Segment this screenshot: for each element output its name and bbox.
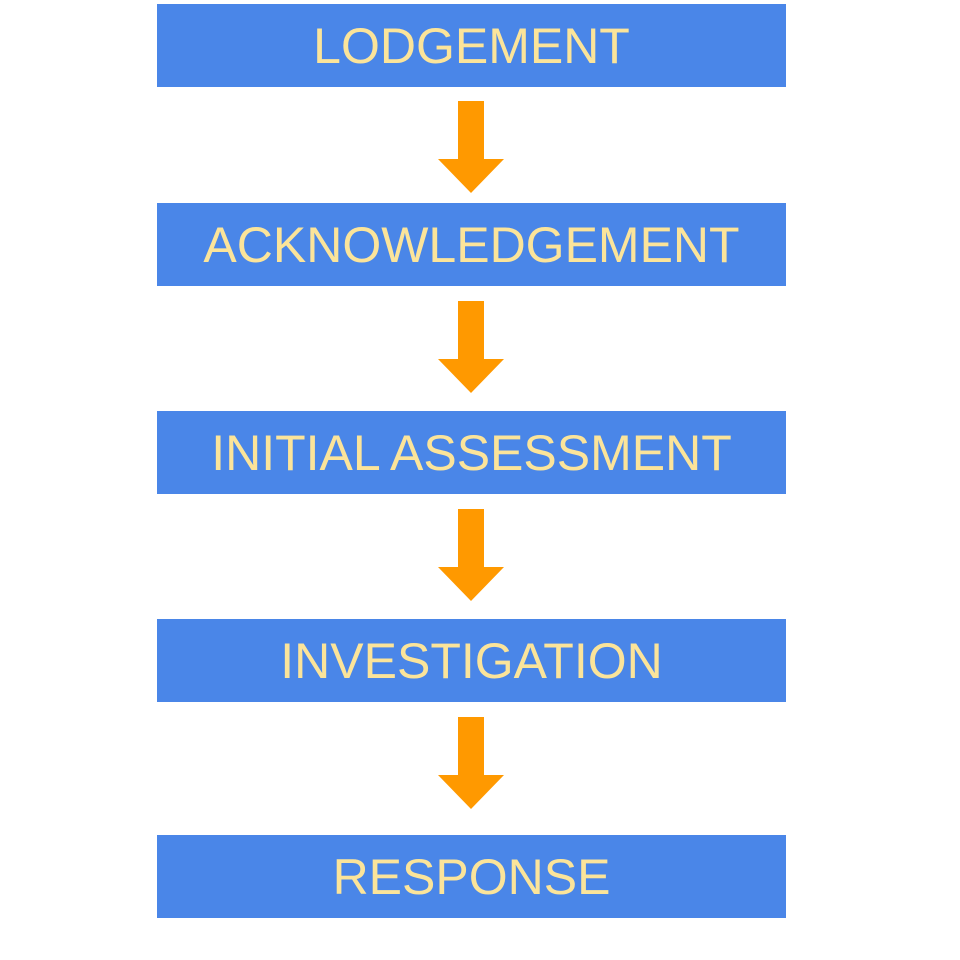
step-label: INVESTIGATION xyxy=(280,632,663,689)
arrow-down-icon xyxy=(438,509,504,601)
step-acknowledgement: ACKNOWLEDGEMENT xyxy=(157,203,786,286)
step-response: RESPONSE xyxy=(157,835,786,918)
step-investigation: INVESTIGATION xyxy=(157,619,786,702)
step-label: INITIAL ASSESSMENT xyxy=(211,424,732,481)
step-label: RESPONSE xyxy=(332,848,611,905)
step-initial-assessment: INITIAL ASSESSMENT xyxy=(157,411,786,494)
step-lodgement: LODGEMENT xyxy=(157,4,786,87)
arrow-down-icon xyxy=(438,301,504,393)
step-label: LODGEMENT xyxy=(313,17,630,74)
arrow-down-icon xyxy=(438,101,504,193)
arrow-down-icon xyxy=(438,717,504,809)
step-label: ACKNOWLEDGEMENT xyxy=(203,216,740,273)
